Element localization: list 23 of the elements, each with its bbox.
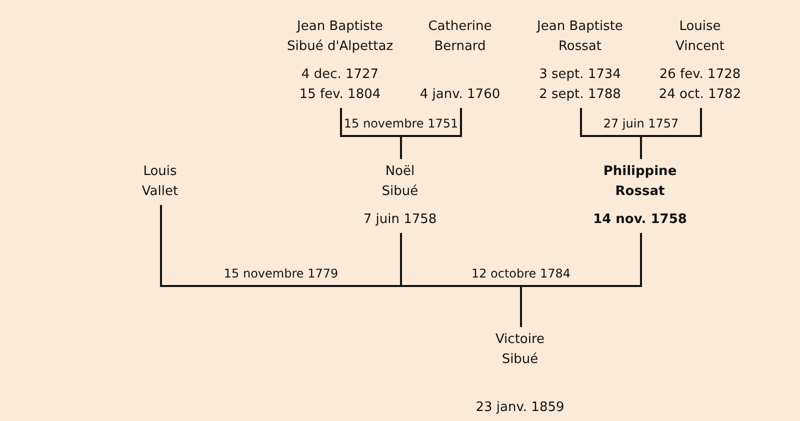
person-name: Philippine Rossat — [603, 164, 677, 199]
family-line — [640, 108, 702, 159]
birth-date: 26 fev. 1728 — [659, 67, 741, 82]
person-name: Jean Baptiste Sibué d'Alpettaz — [286, 19, 394, 54]
person-name: Catherine Bernard — [428, 19, 492, 54]
person-name: Louis Vallet — [142, 164, 178, 199]
birth-date: 7 juin 1758 — [363, 212, 437, 227]
birth-date: 4 dec. 1727 — [301, 67, 379, 82]
marriage-date: 27 juin 1757 — [602, 116, 680, 132]
family-line — [400, 108, 462, 159]
family-line — [160, 205, 402, 287]
death-date: 2 sept. 1788 — [539, 87, 621, 102]
death-date: 15 fev. 1804 — [299, 87, 381, 102]
person-name: Noël Sibué — [382, 164, 418, 199]
person-name: Victoire Sibué — [495, 332, 545, 367]
person-name: Jean Baptiste Rossat — [537, 19, 623, 54]
family-line — [520, 233, 642, 327]
birth-date: 14 nov. 1758 — [593, 212, 687, 227]
death-date: 23 janv. 1859 — [476, 400, 564, 415]
death-date: 4 janv. 1760 — [420, 87, 500, 102]
person-name: Louise Vincent — [676, 19, 724, 54]
death-date: 24 oct. 1782 — [658, 87, 742, 102]
birth-date: 3 sept. 1734 — [539, 67, 621, 82]
